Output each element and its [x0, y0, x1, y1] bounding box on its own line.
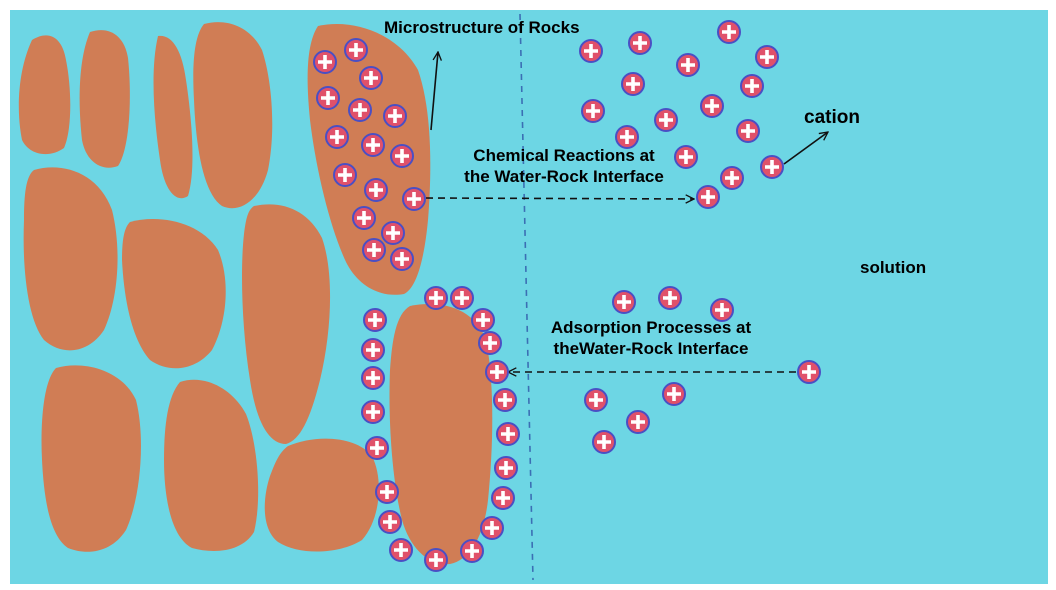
cation-icon — [495, 457, 517, 479]
cation-icon — [629, 32, 651, 54]
cation-icon — [391, 248, 413, 270]
chemical-reactions-label: Chemical Reactions at the Water-Rock Int… — [434, 146, 694, 187]
cation-icon — [362, 339, 384, 361]
cation-icon — [580, 40, 602, 62]
cation-icon — [492, 487, 514, 509]
cation-icon — [425, 549, 447, 571]
cation-icon — [391, 145, 413, 167]
cation-icon — [360, 67, 382, 89]
cation-icon — [384, 105, 406, 127]
cation-icon — [326, 126, 348, 148]
cation-icon — [317, 87, 339, 109]
cation-icon — [364, 309, 386, 331]
cation-icon — [349, 99, 371, 121]
rock-grain — [265, 439, 379, 552]
cation-icon — [582, 100, 604, 122]
rock-grain — [24, 167, 118, 350]
cation-icon — [593, 431, 615, 453]
chemical-reactions-label-line2: the Water-Rock Interface — [434, 167, 694, 188]
cation-icon — [382, 222, 404, 244]
cation-icon — [390, 539, 412, 561]
cation-icon — [663, 383, 685, 405]
cation-icon — [627, 411, 649, 433]
adsorption-processes-label-line1: Adsorption Processes at — [524, 318, 778, 339]
cation-icon — [756, 46, 778, 68]
cation-icon — [362, 367, 384, 389]
cation-icon — [655, 109, 677, 131]
cation-icon — [497, 423, 519, 445]
cation-icon — [798, 361, 820, 383]
cation-icon — [613, 291, 635, 313]
cation-icon — [403, 188, 425, 210]
cation-icon — [761, 156, 783, 178]
cation-icon — [622, 73, 644, 95]
cation-icon — [737, 120, 759, 142]
cation-icon — [353, 207, 375, 229]
adsorption-processes-label: Adsorption Processes at theWater-Rock In… — [524, 318, 778, 359]
cation-icon — [451, 287, 473, 309]
cation-icon — [362, 401, 384, 423]
cation-icon — [366, 437, 388, 459]
cation-icon — [472, 309, 494, 331]
cation-icon — [314, 51, 336, 73]
cation-icon — [659, 287, 681, 309]
cation-icon — [425, 287, 447, 309]
cation-icon — [363, 239, 385, 261]
cation-icon — [616, 126, 638, 148]
cation-icon — [334, 164, 356, 186]
adsorption-processes-label-line2: theWater-Rock Interface — [524, 339, 778, 360]
cation-icon — [461, 540, 483, 562]
cation-icon — [721, 167, 743, 189]
cation-icon — [379, 511, 401, 533]
cation-icon — [718, 21, 740, 43]
cation-icon — [701, 95, 723, 117]
cation-icon — [479, 332, 501, 354]
cation-icon — [494, 389, 516, 411]
rock-grain — [42, 365, 141, 551]
cation-icon — [481, 517, 503, 539]
cation-icon — [376, 481, 398, 503]
solution-label: solution — [860, 258, 926, 279]
cation-icon — [365, 179, 387, 201]
cation-icon — [677, 54, 699, 76]
cation-icon — [362, 134, 384, 156]
cation-icon — [741, 75, 763, 97]
rock-grain — [80, 30, 130, 168]
rock-grain — [390, 304, 493, 564]
microstructure-label: Microstructure of Rocks — [384, 18, 580, 39]
cation-icon — [585, 389, 607, 411]
cation-icon — [345, 39, 367, 61]
cation-label: cation — [804, 106, 860, 129]
chemical-reactions-label-line1: Chemical Reactions at — [434, 146, 694, 167]
cation-icon — [486, 361, 508, 383]
cation-icon — [697, 186, 719, 208]
